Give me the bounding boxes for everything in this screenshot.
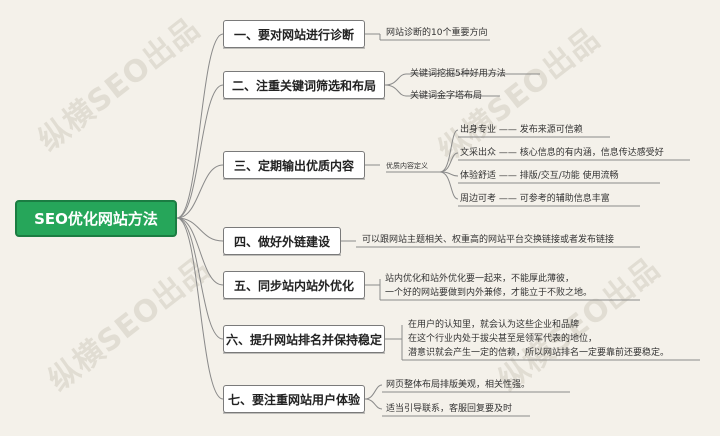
branch-node-3[interactable]: 三、定期输出优质内容 [223,151,365,179]
connector [176,33,224,219]
leaf-text: 文采出众 —— 核心信息的有内涵，信息传达感受好 [460,148,664,158]
connector [176,84,224,219]
sub-node-label: 优质内容定义 [386,162,428,170]
connector [439,129,459,173]
connector [364,384,383,400]
leaf-text: 体验舒适 —— 排版/交互/功能 使用流畅 [460,171,619,181]
connector [384,84,407,97]
root-node[interactable]: SEO优化网站方法 [15,200,177,237]
connector [439,171,459,200]
connector [176,217,224,340]
branch-node-6[interactable]: 六、提升网站排名并保持稳定 [223,325,385,353]
leaf-text: 网页整体布局排版美观，相关性强。 [386,380,531,390]
connector [176,164,224,219]
leaf-text: 可以跟网站主题相关、权重高的网站平台交换链接或者发布链接 [362,235,615,245]
branch-node-5[interactable]: 五、同步站内站外优化 [223,271,365,299]
leaf-text: 关键词金字塔布局 [410,91,483,101]
connector [176,217,224,400]
leaf-text: 在这个行业内处于拔尖甚至是领军代表的地位， [408,334,598,344]
leaf-text: 在用户的认知里，就会认为这些企业和品牌 [408,320,580,330]
branch-node-1[interactable]: 一、要对网站进行诊断 [223,20,365,48]
connector [176,217,224,242]
leaf-text: 关键词挖掘5种好用方法 [410,69,506,79]
connector [176,217,224,286]
connector [364,398,383,410]
connector [439,152,459,173]
branch-node-7[interactable]: 七、要注重网站用户体验 [223,385,365,413]
leaf-text: 网站诊断的10个重要方向 [386,28,488,38]
branch-node-2[interactable]: 二、注重关键词筛选和布局 [223,71,385,99]
branch-node-4[interactable]: 四、做好外链建设 [223,227,341,255]
leaf-text: 潜意识就会产生一定的信赖，所以网站排名一定要靠前还要稳定。 [408,348,670,358]
connector [384,73,407,86]
leaf-text: 适当引导联系，客服回复要及时 [386,404,513,414]
leaf-text: 周边可考 —— 可参考的辅助信息丰富 [460,194,610,204]
leaf-text: 出身专业 —— 发布来源可信赖 [460,125,583,135]
leaf-text: 站内优化和站外优化要一起来，不能厚此薄彼， [385,274,575,284]
leaf-text: 一个好的网站要做到内外兼修，才能立于不败之地。 [385,288,593,298]
